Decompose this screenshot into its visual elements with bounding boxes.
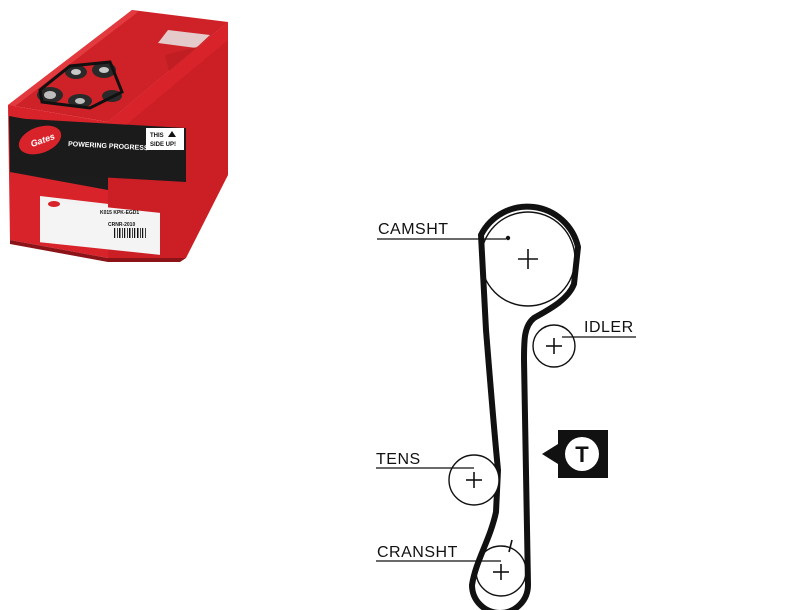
slogan-text: POWERING PROGRESS™ bbox=[68, 141, 156, 153]
camshaft-label: CAMSHT bbox=[378, 221, 449, 238]
camshaft-pulley bbox=[480, 211, 576, 307]
timing-diagram: CAMSHT IDLER TENS CRANSHT T bbox=[376, 203, 636, 610]
idler-label: IDLER bbox=[584, 319, 634, 336]
timing-marker-icon: T bbox=[542, 430, 608, 478]
barcode bbox=[114, 228, 146, 238]
crankshaft-label: CRANSHT bbox=[377, 544, 458, 561]
timing-marker-text: T bbox=[575, 442, 589, 467]
gates-logo: Gates bbox=[18, 125, 62, 155]
product-box: Gates POWERING PROGRESS™ THIS SIDE UP! K… bbox=[8, 10, 228, 262]
side-up-sticker: THIS SIDE UP! bbox=[146, 128, 184, 150]
crankshaft-pulley bbox=[475, 539, 527, 597]
timing-belt bbox=[469, 203, 581, 610]
side-up-line2: SIDE UP! bbox=[150, 142, 176, 148]
product-label: K015 KPK-EGD1 CRNR-2010 bbox=[40, 200, 160, 255]
tensioner-pulley bbox=[448, 454, 500, 506]
side-up-line1: THIS bbox=[150, 133, 164, 139]
label-line1: K015 KPK-EGD1 bbox=[100, 210, 139, 216]
belt-illustration bbox=[37, 60, 124, 110]
label-line2: CRNR-2010 bbox=[108, 222, 135, 228]
tensioner-label: TENS bbox=[376, 451, 421, 468]
idler-pulley bbox=[532, 324, 576, 368]
